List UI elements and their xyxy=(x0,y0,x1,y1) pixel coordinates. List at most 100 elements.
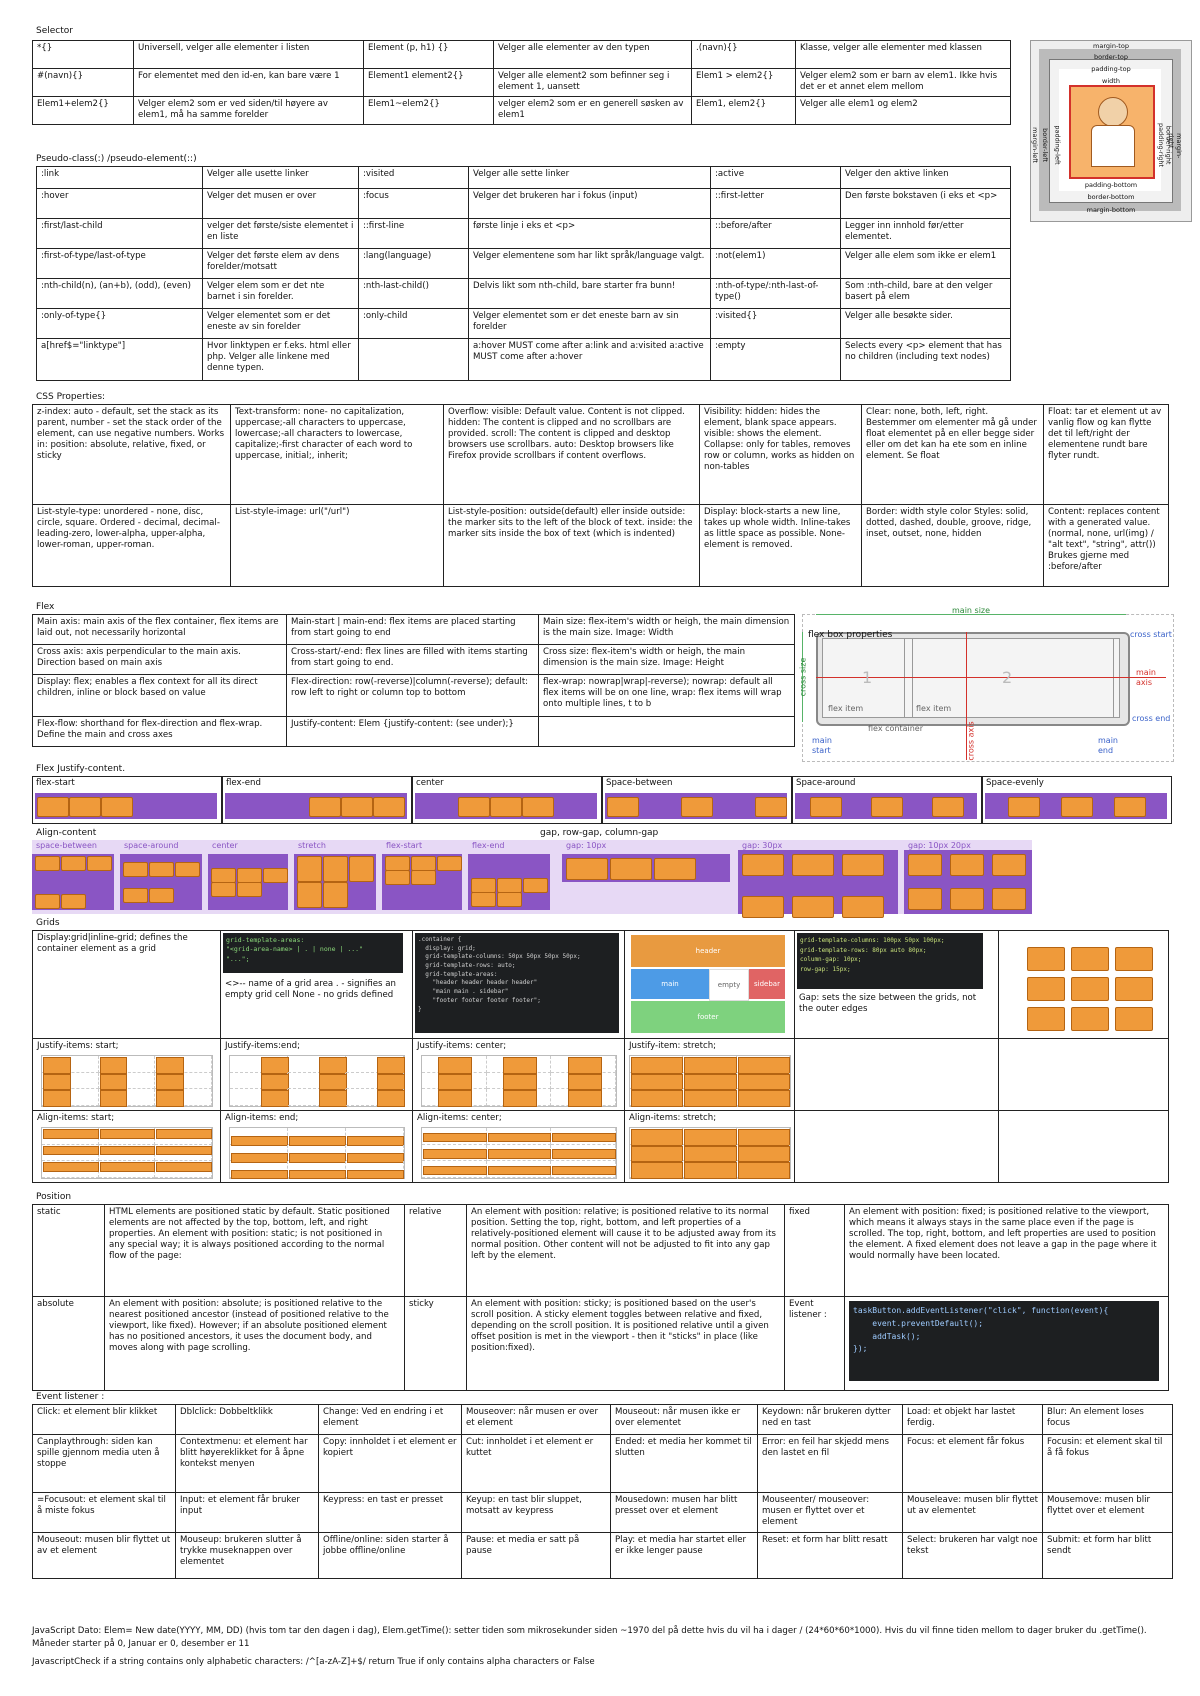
css-cell-text: Content: replaces content with a generat… xyxy=(1048,507,1160,572)
flex-item-box xyxy=(309,797,341,817)
event-cell: Blur: An element loses focus xyxy=(1042,1404,1173,1435)
flex-cell-text: flex-wrap: nowrap|wrap|-reverse); nowrap… xyxy=(543,677,782,709)
grid-item-box xyxy=(684,1129,737,1146)
grid-item-box xyxy=(684,1090,737,1107)
selector-cell: .(navn){} xyxy=(691,40,796,69)
align-item-box xyxy=(297,882,322,908)
css-cell: Display: block-starts a new line, takes … xyxy=(699,504,862,587)
align-item-box xyxy=(385,870,410,885)
align-item-box xyxy=(497,878,522,893)
justify-stretch-grid xyxy=(629,1055,791,1107)
pseudo-cell: Velger elem som er det nte barnet i sin … xyxy=(202,278,359,309)
event-row: Canplaythrough: siden kan spille gjennom… xyxy=(32,1434,1173,1493)
main-size-line xyxy=(816,614,1126,615)
main-end-label: main end xyxy=(1098,736,1118,755)
pseudo-cell-text: Velger elementene som har likt språk/lan… xyxy=(473,251,705,261)
grids-table: Display:grid|inline-grid; defines the co… xyxy=(32,930,1169,1183)
position-cell: An element with position: fixed; is posi… xyxy=(844,1204,1169,1297)
position-cell: absolute xyxy=(32,1296,105,1391)
justify-end-grid xyxy=(229,1055,405,1107)
selector-cell: Element (p, h1) {} xyxy=(363,40,494,69)
justify-stretch-label: Justify-item: stretch; xyxy=(629,1041,717,1051)
grid-gap-code-lines: grid-template-columns: 100px 50px 100px;… xyxy=(797,933,983,977)
code-line: "footer footer footer footer"; xyxy=(418,996,541,1004)
align-item-box xyxy=(297,856,322,882)
align-item-box xyxy=(211,882,236,897)
event-cell: Mouseleave: musen blir flyttet ut av ele… xyxy=(902,1492,1043,1533)
align-item-box xyxy=(471,892,496,907)
grid-item-box xyxy=(43,1129,99,1139)
pseudo-cell-text: :visited{} xyxy=(715,311,758,321)
grid-item-box xyxy=(156,1057,184,1074)
css-cell: Border: width style color Styles: solid,… xyxy=(861,504,1044,587)
pseudo-cell-text: Velger alle elem som ikke er elem1 xyxy=(845,251,997,261)
flex-cell: Flex-flow: shorthand for flex-direction … xyxy=(32,716,287,747)
gap-grid-example xyxy=(1013,939,1163,1033)
position-cell-text: An element with position: fixed; is posi… xyxy=(849,1207,1157,1261)
grid-gap-code: grid-template-columns: 100px 50px 100px;… xyxy=(797,933,983,989)
selector-cell-text: #(navn){} xyxy=(37,71,84,81)
flex-item-2-body xyxy=(912,638,1114,718)
pseudo-cell-text: Legger inn innhold før/etter elementet. xyxy=(845,221,964,242)
selector-cell-text: Elem1+elem2{} xyxy=(37,99,109,109)
event-cell: Mouseover: når musen er over et element xyxy=(461,1404,611,1435)
justify-example: center xyxy=(412,776,602,824)
event-cell-text: Dblclick: Dobbeltklikk xyxy=(180,1407,273,1417)
grid-item-box xyxy=(231,1169,288,1180)
grid-item-box xyxy=(552,1165,616,1176)
border-bottom-label: border-bottom xyxy=(1087,193,1135,201)
selector-cell: Elem1+elem2{} xyxy=(32,96,134,125)
gap-band xyxy=(562,854,730,882)
pseudo-cell-text: Velger elem som er det nte barnet i sin … xyxy=(207,281,325,302)
code-line: display: grid; xyxy=(418,944,476,952)
align-start-label: Align-items: start; xyxy=(37,1113,115,1123)
section-align-content-title: Align-content xyxy=(36,828,97,838)
gap-item-box xyxy=(742,854,784,876)
grid-item-box xyxy=(1027,1007,1065,1031)
position-cell: fixed xyxy=(784,1204,845,1297)
code-line: "header header header header" xyxy=(418,979,538,987)
pseudo-cell: :active xyxy=(710,166,841,189)
grid-item-box xyxy=(631,1073,684,1091)
grid-display-cell: Display:grid|inline-grid; defines the co… xyxy=(32,930,221,1039)
position-cell-text: fixed xyxy=(789,1207,810,1217)
footer-date-text: JavaScript Dato: Elem= New date(YYYY, MM… xyxy=(32,1626,1147,1649)
event-cell-text: Select: brukeren har valgt noe tekst xyxy=(907,1535,1038,1556)
selector-cell-text: Velger elem2 som er barn av elem1. Ikke … xyxy=(800,71,998,92)
flexbox-title: flex box properties xyxy=(808,630,893,640)
css-cell-text: List-style-image: url("/url") xyxy=(235,507,350,517)
selector-cell-text: Elem1 > elem2{} xyxy=(696,71,774,81)
event-cell: Reset: et form har blitt resatt xyxy=(757,1532,903,1579)
pseudo-cell: :first-of-type/last-of-type xyxy=(36,248,203,279)
cross-end-label: cross end xyxy=(1132,714,1171,723)
justify-example: flex-end xyxy=(222,776,412,824)
pseudo-cell: :nth-of-type/:nth-last-of-type() xyxy=(710,278,841,309)
pseudo-cell: ::first-letter xyxy=(710,188,841,219)
justify-example: Space-around xyxy=(792,776,982,824)
grid-item-box xyxy=(631,1162,684,1179)
grid-item-box xyxy=(1071,947,1109,971)
grid-item-box xyxy=(1027,977,1065,1001)
grid-item-box xyxy=(347,1136,404,1146)
grid-item-box xyxy=(631,1129,684,1146)
event-cell-text: Input: et element får bruker input xyxy=(180,1495,300,1516)
margin-left-label: margin-left xyxy=(1030,127,1039,163)
pseudo-cell-text: Velger det første elem av dens forelder/… xyxy=(207,251,340,272)
event-cell-text: Submit: et form har blitt sendt xyxy=(1047,1535,1152,1556)
pseudo-cell-text: Som :nth-child, bare at den velger baser… xyxy=(845,281,993,302)
event-cell-text: Focusin: et element skal til å få fokus xyxy=(1047,1437,1163,1458)
css-cell: z-index: auto - default, set the stack a… xyxy=(32,404,231,505)
align-item-box xyxy=(385,856,410,871)
event-cell-text: Change: Ved en endring i et element xyxy=(323,1407,444,1428)
align-stretch-label: Align-items: stretch; xyxy=(629,1113,717,1123)
gap-label: gap: 30px xyxy=(742,841,783,850)
grid-item-box xyxy=(289,1169,346,1180)
align-item-box xyxy=(149,862,174,877)
pseudo-cell: Velger alle sette linker xyxy=(468,166,711,189)
position-cell: HTML elements are positioned static by d… xyxy=(104,1204,405,1297)
grid-item-box xyxy=(684,1057,737,1074)
